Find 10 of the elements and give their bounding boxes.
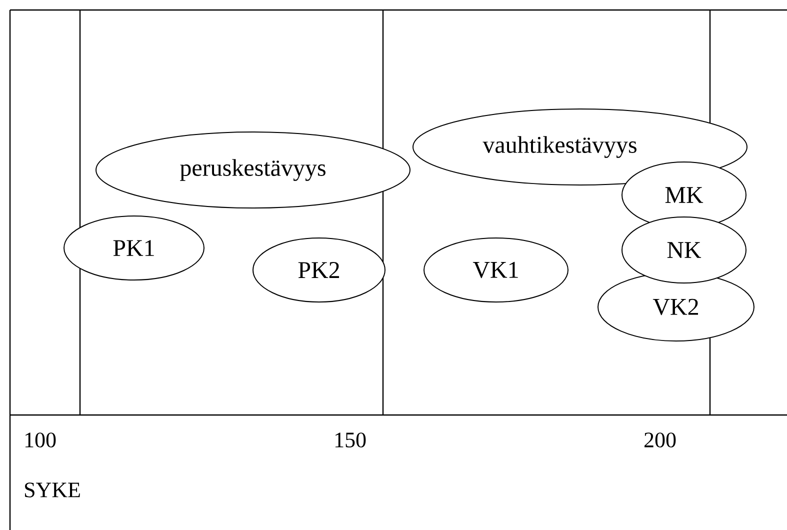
axis-label: SYKE (25, 482, 80, 498)
ellipse-node: NK (622, 216, 746, 284)
ellipse-node: PK1 (64, 216, 204, 280)
axis-label: 100 (25, 432, 56, 448)
axis-label: 150 (335, 432, 366, 448)
ellipse-node: VK2 (598, 272, 754, 342)
ellipse-node: PK2 (252, 238, 386, 302)
axis-label: 200 (644, 432, 676, 448)
ellipse-node: VK1 (424, 238, 568, 302)
ellipse-node: peruskestävyys (96, 132, 410, 208)
